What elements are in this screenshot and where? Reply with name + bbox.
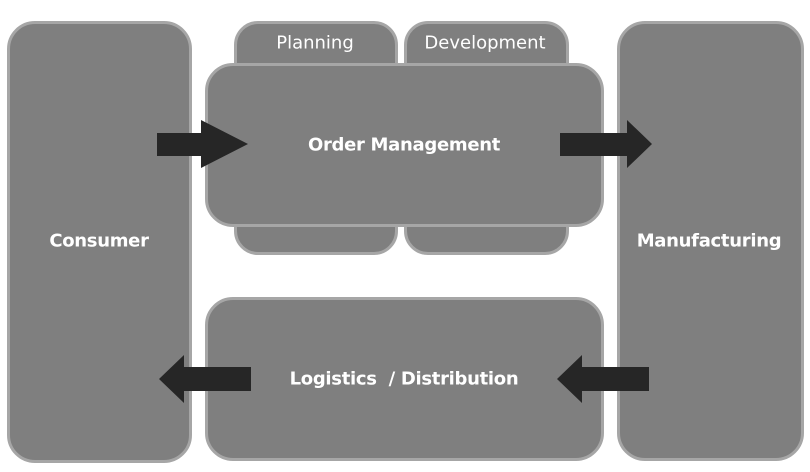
consumer-label: Consumer: [49, 230, 149, 252]
consumer-box: [7, 21, 192, 463]
logistics-distribution-label: Logistics / Distribution: [289, 368, 519, 390]
logistics-distribution-box: [205, 297, 604, 461]
arrow-right-icon: [560, 120, 652, 168]
development-label: Development: [424, 32, 546, 54]
arrow-right-icon: [157, 120, 248, 168]
order-management-box: [205, 63, 604, 227]
order-management-label: Order Management: [307, 134, 501, 156]
planning-label: Planning: [276, 32, 354, 54]
arrow-left-icon: [557, 355, 649, 403]
manufacturing-label: Manufacturing: [636, 230, 782, 252]
arrow-left-icon: [159, 355, 251, 403]
